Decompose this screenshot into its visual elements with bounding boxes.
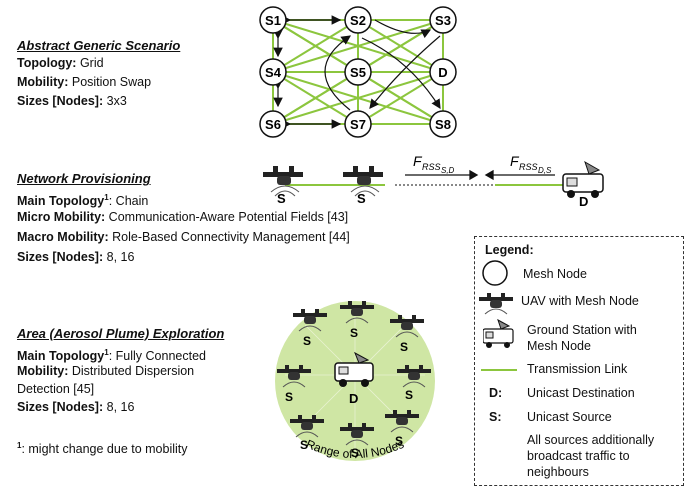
node-s7: S7 [344, 110, 372, 138]
node-d: D [429, 58, 457, 86]
svg-text:S: S [351, 446, 359, 460]
uav-icon [263, 166, 303, 197]
mesh-node-icon [482, 260, 508, 286]
footnote: 1: might change due to mobility [17, 441, 188, 457]
chain-destination-label: D [579, 194, 588, 209]
svg-text:S: S [395, 434, 403, 448]
exploration-mobility: Mobility: Distributed Dispersion [17, 364, 195, 378]
svg-text:S1: S1 [265, 13, 281, 28]
legend-s-text: Unicast Source [527, 410, 612, 424]
swap-arrows [273, 15, 441, 129]
svg-text:RSS: RSS [422, 162, 441, 172]
svg-text:S: S [285, 390, 293, 404]
transmission-link-icon [481, 369, 517, 371]
ground-station-icon [562, 160, 604, 198]
force-arrows [405, 169, 555, 181]
exploration-title: Area (Aerosol Plume) Exploration [17, 326, 225, 341]
exploration-mobility-cont: Detection [45] [17, 382, 95, 396]
force-label-sd: F RSS S,D [413, 153, 455, 175]
legend-uav: UAV with Mesh Node [521, 294, 639, 308]
scenario-mobility: Mobility: Position Swap [17, 75, 152, 89]
provisioning-title: Network Provisioning [17, 171, 151, 186]
ground-station-icon [483, 319, 514, 348]
svg-text:S: S [350, 326, 358, 340]
legend-note-2: broadcast traffic to [527, 449, 630, 463]
grid-links [272, 19, 444, 125]
svg-text:S7: S7 [350, 117, 366, 132]
svg-text:S5: S5 [350, 65, 366, 80]
svg-text:F: F [510, 153, 520, 169]
svg-text:S6: S6 [265, 117, 281, 132]
chain-topology-diagram: S S D F RSS S,D F RSS D,S [263, 153, 604, 209]
scenario-title: Abstract Generic Scenario [17, 38, 181, 53]
svg-text:RSS: RSS [519, 162, 538, 172]
svg-text:S3: S3 [435, 13, 451, 28]
legend-title: Legend: [485, 243, 534, 257]
node-s5: S5 [344, 58, 372, 86]
node-s2: S2 [344, 6, 372, 34]
legend-d-text: Unicast Destination [527, 386, 635, 400]
node-s6: S6 [259, 110, 287, 138]
force-label-ds: F RSS D,S [510, 153, 552, 175]
plume-diagram: S S S S S S S S D Range of All Nodes [275, 300, 435, 461]
svg-text:S2: S2 [350, 13, 366, 28]
plume-destination-label: D [349, 391, 358, 406]
grid-nodes: S1 S2 S3 S4 S5 D S6 S7 S8 [259, 6, 457, 138]
legend: Legend: Mesh Node UAV with Mesh Node Gro… [474, 236, 684, 486]
legend-s-key: S: [489, 410, 502, 424]
svg-text:S,D: S,D [441, 166, 455, 175]
plume-source-labels: S S S S S S S S [285, 326, 413, 460]
svg-text:S8: S8 [435, 117, 451, 132]
chain-source-label-1: S [277, 191, 286, 206]
svg-text:S: S [300, 438, 308, 452]
legend-ground-2: Mesh Node [527, 339, 591, 353]
legend-mesh-node: Mesh Node [523, 267, 587, 281]
scenario-topology: Topology: Grid [17, 56, 104, 70]
svg-text:S: S [405, 388, 413, 402]
provisioning-sizes: Sizes [Nodes]: 8, 16 [17, 250, 135, 264]
chain-source-label-2: S [357, 191, 366, 206]
svg-text:D: D [438, 65, 447, 80]
svg-text:S4: S4 [265, 65, 282, 80]
node-s1: S1 [259, 6, 287, 34]
svg-text:F: F [413, 153, 423, 169]
legend-note-3: neighbours [527, 465, 589, 479]
uav-icon [343, 166, 383, 197]
legend-note-1: All sources additionally [527, 433, 655, 447]
ground-station-icon [334, 351, 374, 387]
provisioning-micro-mobility: Micro Mobility: Communication-Aware Pote… [17, 210, 349, 224]
provisioning-main-topology: Main Topology1: Chain [17, 193, 149, 209]
node-s3: S3 [429, 6, 457, 34]
legend-ground-1: Ground Station with [527, 323, 637, 337]
grid-topology-diagram: S1 S2 S3 S4 S5 D S6 S7 S8 [259, 6, 457, 138]
provisioning-macro-mobility: Macro Mobility: Role-Based Connectivity … [17, 230, 350, 244]
svg-text:S: S [400, 340, 408, 354]
node-s8: S8 [429, 110, 457, 138]
svg-text:S: S [303, 334, 311, 348]
exploration-main-topology: Main Topology1: Fully Connected [17, 348, 206, 364]
legend-link: Transmission Link [527, 362, 628, 376]
legend-d-key: D: [489, 386, 503, 400]
scenario-sizes: Sizes [Nodes]: 3x3 [17, 94, 127, 108]
uav-icon [479, 293, 513, 315]
exploration-sizes: Sizes [Nodes]: 8, 16 [17, 400, 135, 414]
node-s4: S4 [259, 58, 287, 86]
svg-text:D,S: D,S [538, 166, 552, 175]
